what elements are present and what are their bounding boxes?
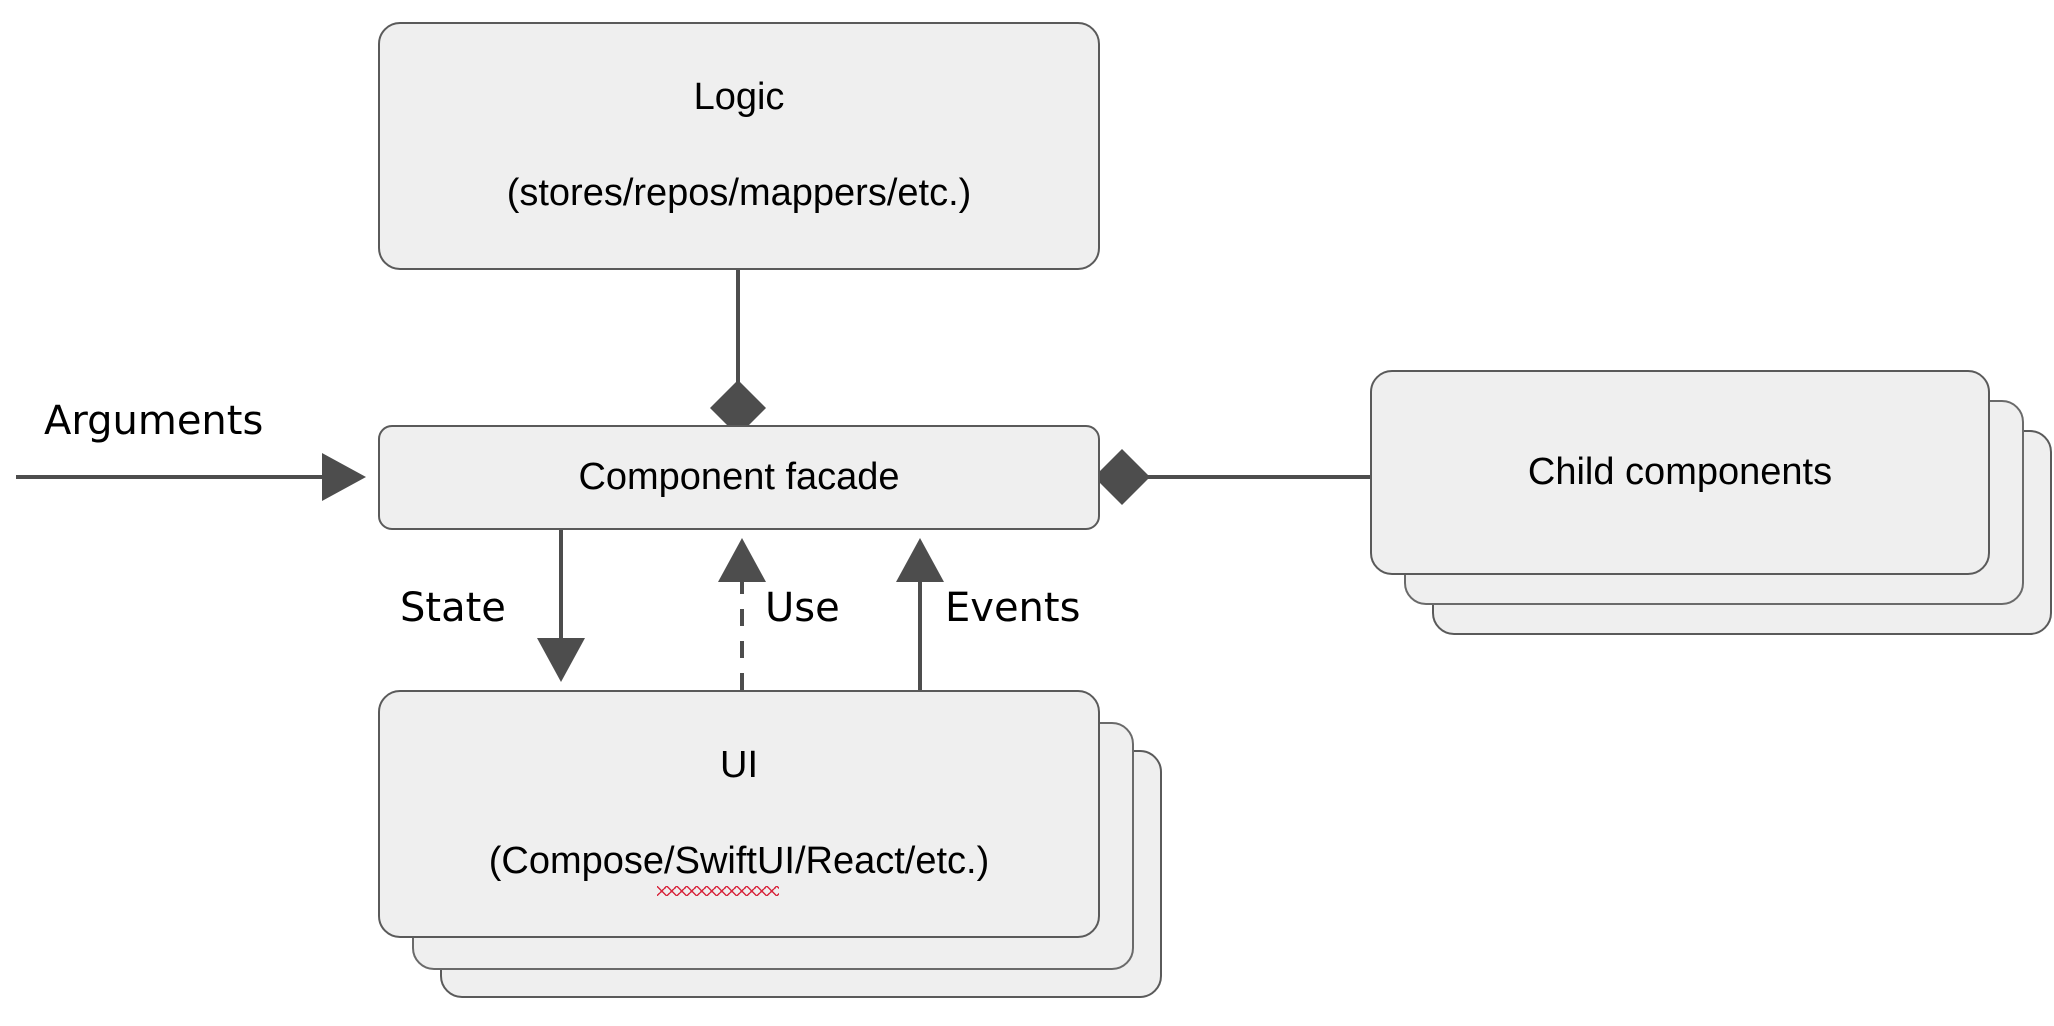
spellcheck-underline-icon — [656, 886, 779, 896]
node-logic-subtitle: (stores/repos/mappers/etc.) — [506, 172, 972, 214]
edge-label-state: State — [400, 585, 506, 631]
edge-label-events: Events — [945, 585, 1081, 631]
edge-label-arguments: Arguments — [44, 398, 264, 444]
node-ui-subtitle-text: (Compose/SwiftUI/React/etc.) — [488, 840, 990, 882]
node-ui-subtitle: (Compose/SwiftUI/React/etc.) — [488, 840, 990, 896]
node-child-components[interactable]: Child components — [1370, 370, 1990, 575]
node-component-facade[interactable]: Component facade — [378, 425, 1100, 530]
node-ui[interactable]: UI (Compose/SwiftUI/React/etc.) — [378, 690, 1100, 938]
edge-label-use: Use — [765, 585, 840, 631]
node-component-facade-title: Component facade — [578, 455, 900, 498]
node-ui-title: UI — [720, 744, 758, 787]
node-child-components-title: Child components — [1527, 450, 1833, 493]
node-logic[interactable]: Logic (stores/repos/mappers/etc.) — [378, 22, 1100, 270]
node-logic-title: Logic — [693, 76, 785, 119]
